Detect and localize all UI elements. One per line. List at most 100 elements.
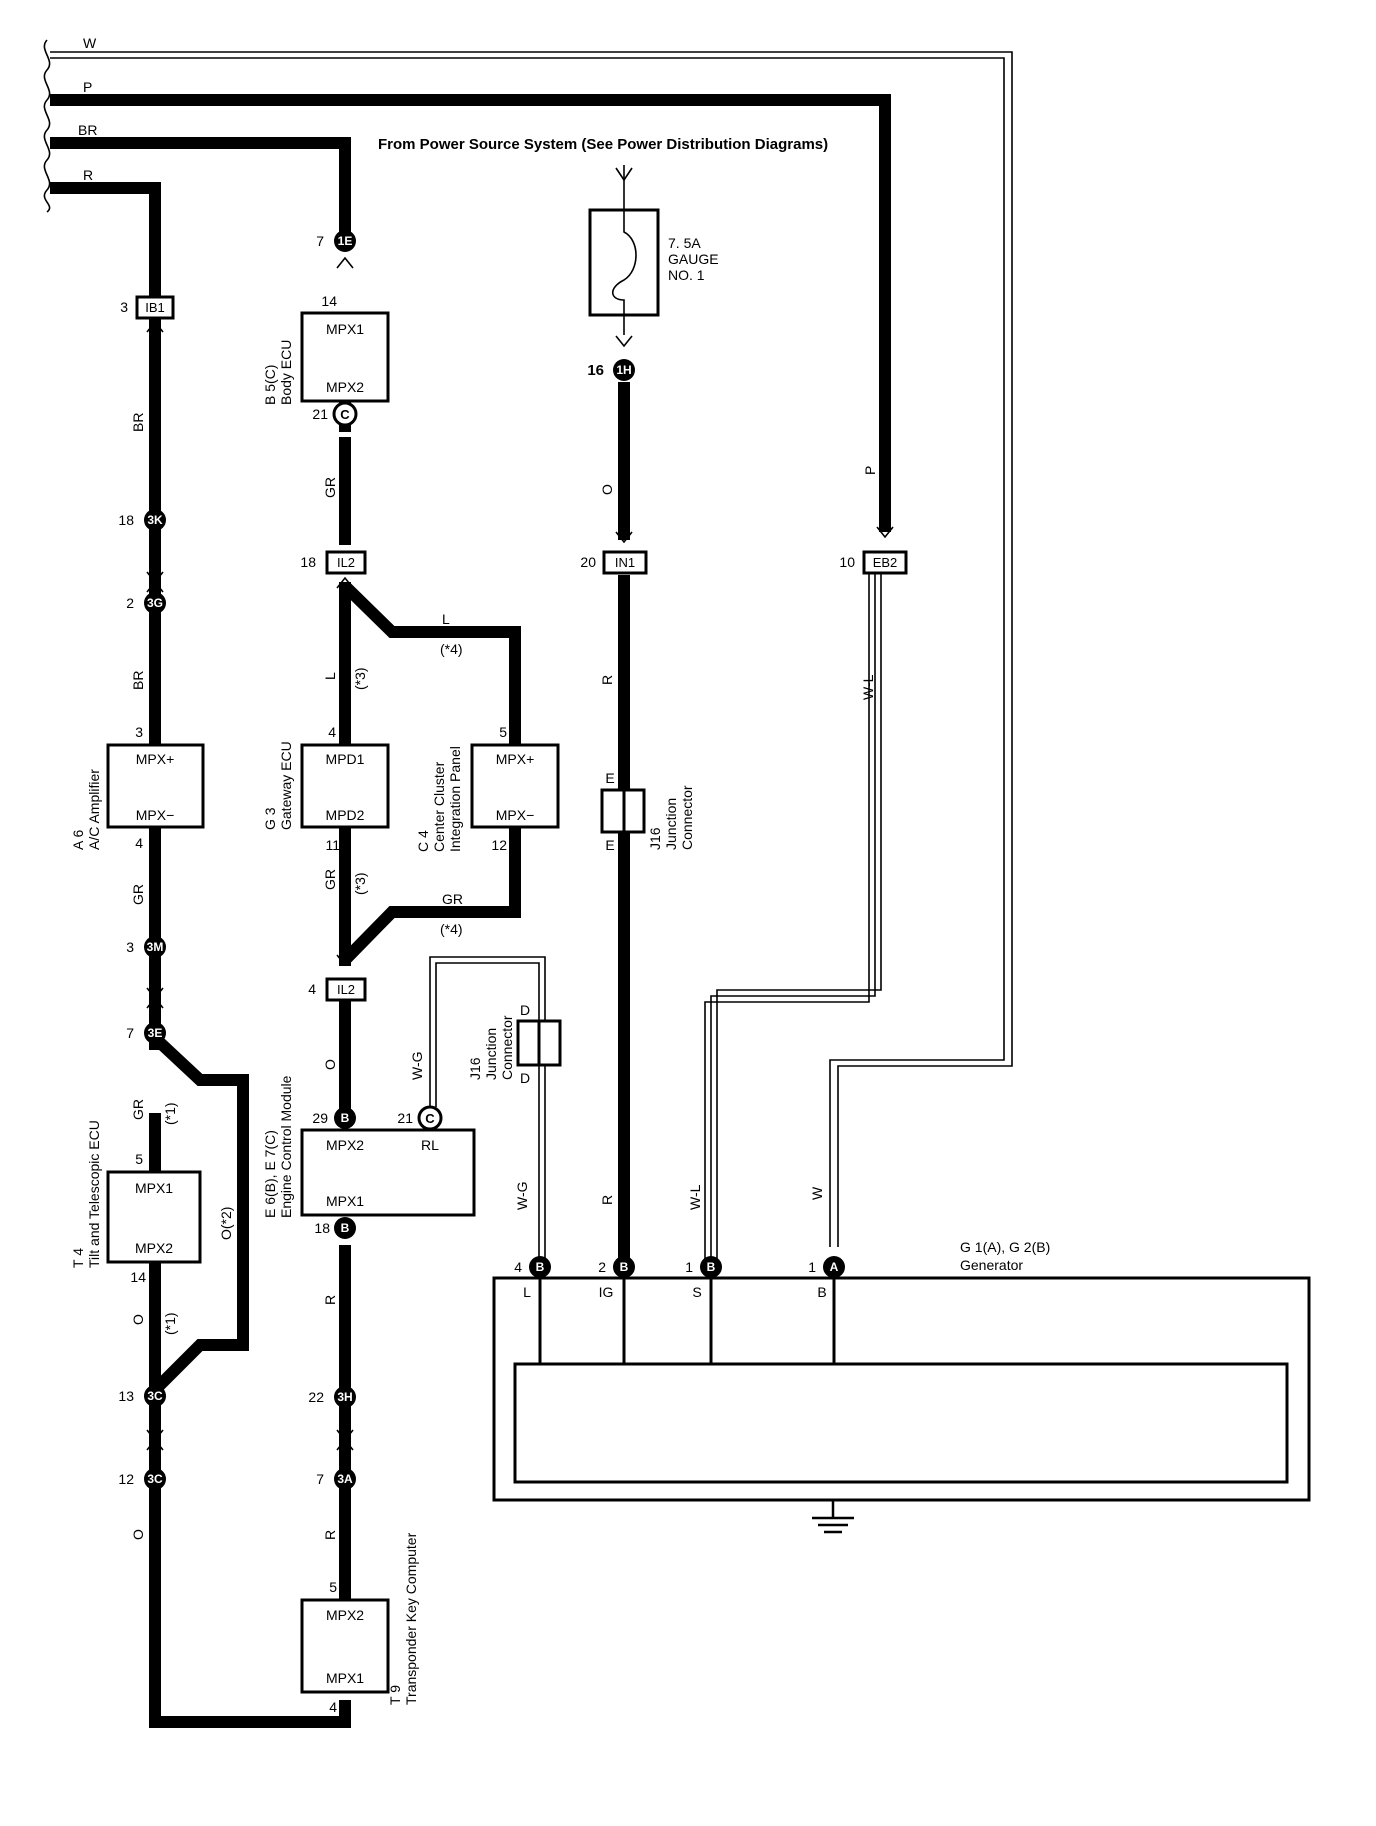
arrow-icon	[146, 571, 164, 593]
junction-right-code: J16	[647, 827, 663, 850]
transponder-name: Transponder Key Computer	[403, 1532, 419, 1705]
connector-3e-pin: 7	[126, 1025, 134, 1041]
connector-3h-pin: 22	[308, 1389, 324, 1405]
source-note: From Power Source System (See Power Dist…	[378, 136, 828, 153]
wire-label-r-mid1: R	[322, 1295, 338, 1305]
wire-label-o-ig: O	[599, 484, 615, 495]
tilt-name: Tilt and Telescopic ECU	[86, 1120, 102, 1268]
junction-mid-name2: Connector	[499, 1015, 515, 1080]
junction-mid-pin-b: D	[520, 1070, 530, 1086]
tilt-pin-top: 5	[135, 1151, 143, 1167]
connector-3c-b	[144, 1468, 166, 1490]
ecm-code: E 6(B), E 7(C)	[262, 1130, 278, 1218]
connector-1h-pin: 16	[587, 362, 604, 379]
arrow-icon	[146, 320, 164, 333]
wire-label-r-mid2: R	[322, 1530, 338, 1540]
wire-label-star4a: (*4)	[440, 641, 463, 657]
ecm-term-rl: RL	[421, 1137, 439, 1153]
wire-label-o-mid: O	[322, 1059, 338, 1070]
wire-label-wl2: W-L	[687, 1184, 703, 1210]
connector-gen-1b-pin: 1	[685, 1259, 693, 1275]
connector-gen-1b	[700, 1256, 722, 1278]
connector-3g-id: 3G	[147, 596, 163, 610]
connector-gen-1a-id: A	[830, 1260, 839, 1274]
generator-name: Generator	[960, 1257, 1023, 1273]
connector-3a	[334, 1468, 356, 1490]
connector-ib1-pin: 3	[120, 299, 128, 315]
connector-3m-pin: 3	[126, 939, 134, 955]
tilt-telescopic-ecu-box	[106, 1170, 202, 1264]
ground-icon	[812, 1500, 854, 1534]
wire-label-wl1: W-L	[860, 674, 876, 700]
fuse-name: GAUGE	[668, 251, 719, 267]
connector-in1-pin: 20	[580, 554, 596, 570]
wire-label-r-ig2: R	[599, 1195, 615, 1205]
ecm-box	[300, 1128, 476, 1217]
connector-eb2	[862, 550, 908, 575]
connector-b5-c	[332, 401, 358, 427]
wire-label-gr-b5: GR	[322, 477, 338, 498]
body-ecu-box	[300, 311, 390, 403]
connector-gen-2-id: B	[620, 1260, 629, 1274]
bus-label-w: W	[83, 35, 97, 51]
connector-3k	[144, 509, 166, 531]
connector-eb2-id: EB2	[873, 555, 898, 570]
cluster-code: C 4	[415, 830, 431, 852]
wire-label-gr2: GR	[130, 1099, 146, 1120]
connector-3g-pin: 2	[126, 595, 134, 611]
connector-gen-1a-pin: 1	[808, 1259, 816, 1275]
wire-r-top	[50, 182, 161, 300]
connector-3c-a-pin: 13	[118, 1388, 134, 1404]
connector-gen-4-pin: 4	[514, 1259, 522, 1275]
wire-label-l-top: L	[442, 611, 450, 627]
body-ecu-pin-top: 14	[321, 293, 337, 309]
arrow-icon	[336, 1429, 354, 1451]
transponder-pin-top: 5	[329, 1579, 337, 1595]
connector-3h	[334, 1386, 356, 1408]
connector-3k-pin: 18	[118, 512, 134, 528]
connector-3c-a-id: 3C	[147, 1389, 163, 1403]
bus-label-r: R	[83, 167, 93, 183]
cluster-pin-top: 5	[499, 724, 507, 740]
connector-b5-c-id: C	[340, 407, 350, 422]
wire-label-star3b: (*3)	[352, 872, 368, 895]
generator-term-b: B	[817, 1284, 826, 1300]
generator-term-ig: IG	[599, 1284, 614, 1300]
connector-gen-4	[529, 1256, 551, 1278]
connector-il2-a-id: IL2	[337, 555, 355, 570]
ac-amp-name: A/C Amplifier	[86, 769, 102, 850]
connector-ib1	[135, 295, 175, 320]
wire-label-l-left: L	[322, 672, 338, 680]
connector-3k-id: 3K	[147, 513, 163, 527]
connector-1e-id: 1E	[338, 234, 353, 248]
wire-label-star4b: (*4)	[440, 921, 463, 937]
wire-label-star1a: (*1)	[162, 1102, 178, 1125]
ac-amp-pin-bottom: 4	[135, 835, 143, 851]
gateway-name: Gateway ECU	[278, 741, 294, 830]
gateway-ecu-box	[300, 743, 390, 829]
transponder-term1: MPX2	[326, 1607, 364, 1623]
tilt-term1: MPX1	[135, 1180, 173, 1196]
connector-3c-b-id: 3C	[147, 1472, 163, 1486]
connector-gen-1a	[823, 1256, 845, 1278]
cluster-term2: MPX−	[496, 807, 535, 823]
junction-right-pin-a: E	[605, 770, 614, 786]
gateway-pin-top: 4	[328, 724, 336, 740]
ac-amplifier-box	[106, 743, 205, 829]
cluster-name: Center Cluster	[431, 761, 447, 852]
connector-1h	[613, 359, 635, 381]
wire-cluster-loop-bottom	[340, 826, 521, 965]
fuse-value: 7. 5A	[668, 235, 701, 251]
body-ecu-name: Body ECU	[278, 340, 294, 405]
wire-label-gr-left: GR	[322, 869, 338, 890]
wire-label-wg1: W-G	[409, 1051, 425, 1080]
gateway-term1: MPD1	[326, 751, 365, 767]
connector-3a-id: 3A	[337, 1472, 353, 1486]
connector-il2-b-id: IL2	[337, 982, 355, 997]
wire-p-top	[50, 94, 891, 532]
transponder-box	[300, 1598, 390, 1694]
transponder-code: T 9	[387, 1685, 403, 1705]
bus-label-br: BR	[78, 122, 97, 138]
wire-label-o1: O	[130, 1314, 146, 1325]
arrow-icon	[146, 1429, 164, 1451]
